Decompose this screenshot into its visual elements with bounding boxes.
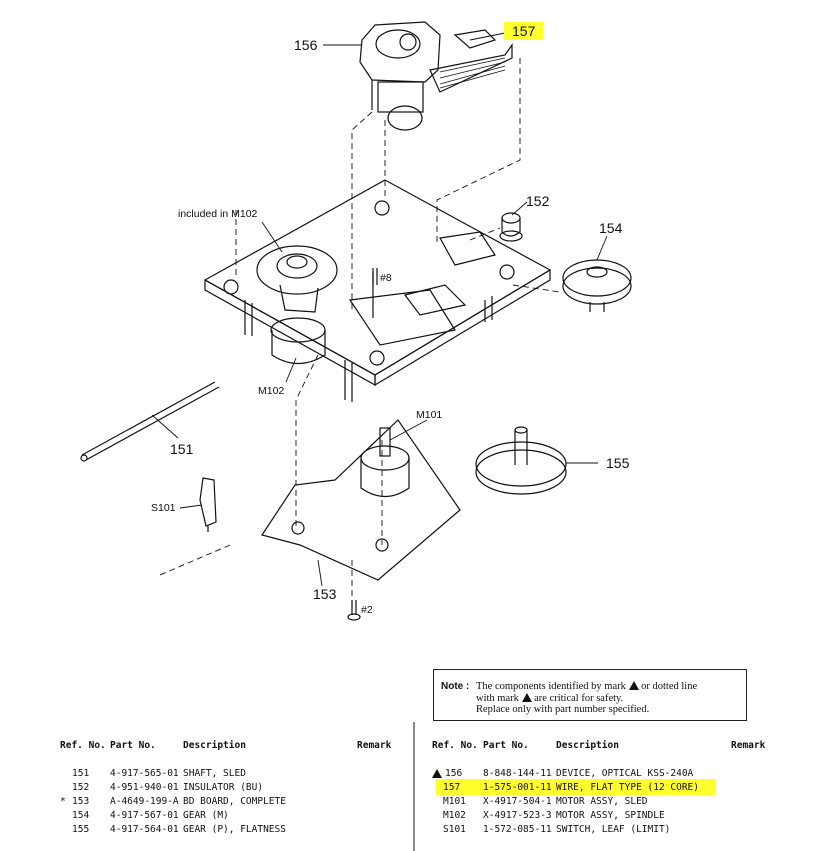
row-part-no: 4-917-567-01 — [110, 810, 179, 821]
chassis-plate — [203, 179, 552, 402]
row-ref: 151 — [72, 768, 90, 779]
table-row: S101 1-572-085-11 SWITCH, LEAF (LIMIT) — [0, 823, 814, 836]
screw-8 — [372, 268, 378, 285]
row-mark: * — [60, 796, 66, 807]
callout-155: 155 — [606, 455, 630, 471]
row-ref: S101 — [443, 824, 466, 835]
callout-151: 151 — [170, 441, 194, 457]
header-remark-right: Remark — [731, 740, 766, 751]
header-description-left: Description — [183, 740, 246, 751]
row-description: SHAFT, SLED — [183, 768, 246, 779]
row-description: DEVICE, OPTICAL KSS-240A — [556, 768, 694, 779]
note-line2a-text: with mark — [476, 693, 519, 704]
callout-screw-8: #8 — [380, 272, 392, 284]
switch-s101 — [199, 477, 217, 532]
header-remark-left: Remark — [357, 740, 392, 751]
callout-157: 157 — [504, 22, 544, 40]
row-description: MOTOR ASSY, SLED — [556, 796, 648, 807]
row-ref: 152 — [72, 782, 90, 793]
note-line-1: The components identified by mark or dot… — [476, 680, 697, 693]
gear-155 — [475, 426, 567, 495]
warning-triangle-icon — [628, 681, 639, 690]
note-key: Note : — [441, 681, 470, 692]
callout-m102: M102 — [258, 385, 285, 397]
callout-screw-2: #2 — [361, 604, 373, 616]
warning-triangle-icon — [521, 693, 532, 702]
row-part-no: 1-575-001-11 — [483, 782, 552, 793]
screw-2 — [347, 600, 361, 621]
sled-motor-m101 — [360, 427, 410, 498]
row-description: GEAR (M) — [183, 810, 229, 821]
callout-153: 153 — [313, 586, 337, 602]
header-part-no-right: Part No. — [483, 740, 529, 751]
row-part-no: 4-951-940-01 — [110, 782, 179, 793]
bd-board-153 — [261, 419, 461, 581]
callout-m101: M101 — [416, 409, 443, 421]
row-part-no: 8-848-144-11 — [483, 768, 552, 779]
optical-pickup-156 — [359, 21, 513, 131]
header-ref-no-right: Ref. No. — [432, 740, 478, 751]
row-ref: 155 — [72, 824, 90, 835]
safety-note-box: Note : The components identified by mark… — [433, 669, 747, 721]
row-description: GEAR (P), FLATNESS — [183, 824, 286, 835]
note-line-3: Replace only with part number specified. — [476, 704, 650, 715]
table-row: 155 4-917-564-01 GEAR (P), FLATNESS — [0, 823, 414, 836]
row-description: MOTOR ASSY, SPINDLE — [556, 810, 665, 821]
row-ref: 157 — [443, 782, 461, 793]
table-row: 152 4-951-940-01 INSULATOR (BU) — [0, 781, 414, 794]
table-row: 156 8-848-144-11 DEVICE, OPTICAL KSS-240… — [0, 767, 814, 780]
note-line-2: with mark are critical for safety. — [476, 692, 623, 705]
row-ref: 154 — [72, 810, 90, 821]
table-row: 151 4-917-565-01 SHAFT, SLED — [0, 767, 414, 780]
table-row: * 153 A-4649-199-A BD BOARD, COMPLETE — [0, 795, 414, 808]
gear-154 — [562, 259, 632, 312]
row-ref: M101 — [443, 796, 466, 807]
header-description-right: Description — [556, 740, 619, 751]
row-description: BD BOARD, COMPLETE — [183, 796, 286, 807]
callout-154: 154 — [599, 220, 623, 236]
row-ref: 156 — [445, 768, 463, 779]
header-ref-no-left: Ref. No. — [60, 740, 106, 751]
row-ref: M102 — [443, 810, 466, 821]
note-line1b-text: or dotted line — [641, 681, 698, 692]
row-part-no: X-4917-523-3 — [483, 810, 552, 821]
callout-152: 152 — [526, 193, 550, 209]
row-ref: 153 — [72, 796, 90, 807]
row-highlight — [436, 779, 716, 795]
callout-156: 156 — [294, 37, 318, 53]
row-part-no: A-4649-199-A — [110, 796, 179, 807]
row-description: INSULATOR (BU) — [183, 782, 264, 793]
table-row: 154 4-917-567-01 GEAR (M) — [0, 809, 414, 822]
row-part-no: 4-917-565-01 — [110, 768, 179, 779]
row-description: WIRE, FLAT TYPE (12 CORE) — [556, 782, 699, 793]
shaft-151 — [80, 381, 220, 462]
table-row: M101 X-4917-504-1 MOTOR ASSY, SLED — [0, 795, 814, 808]
row-part-no: 4-917-564-01 — [110, 824, 179, 835]
insulator-152 — [499, 212, 523, 242]
row-part-no: 1-572-085-11 — [483, 824, 552, 835]
table-row-highlighted: 157 1-575-001-11 WIRE, FLAT TYPE (12 COR… — [0, 779, 814, 795]
note-line2b-text: are critical for safety. — [534, 693, 624, 704]
callout-s101: S101 — [151, 502, 176, 514]
row-description: SWITCH, LEAF (LIMIT) — [556, 824, 671, 835]
table-row: M102 X-4917-523-3 MOTOR ASSY, SPINDLE — [0, 809, 814, 822]
row-part-no: X-4917-504-1 — [483, 796, 552, 807]
callout-included-in-m102: included in M102 — [178, 208, 258, 220]
spindle-motor-m102 — [270, 317, 326, 365]
warning-triangle-icon — [432, 769, 442, 778]
header-part-no-left: Part No. — [110, 740, 156, 751]
note-line1-text: The components identified by mark — [476, 681, 626, 692]
